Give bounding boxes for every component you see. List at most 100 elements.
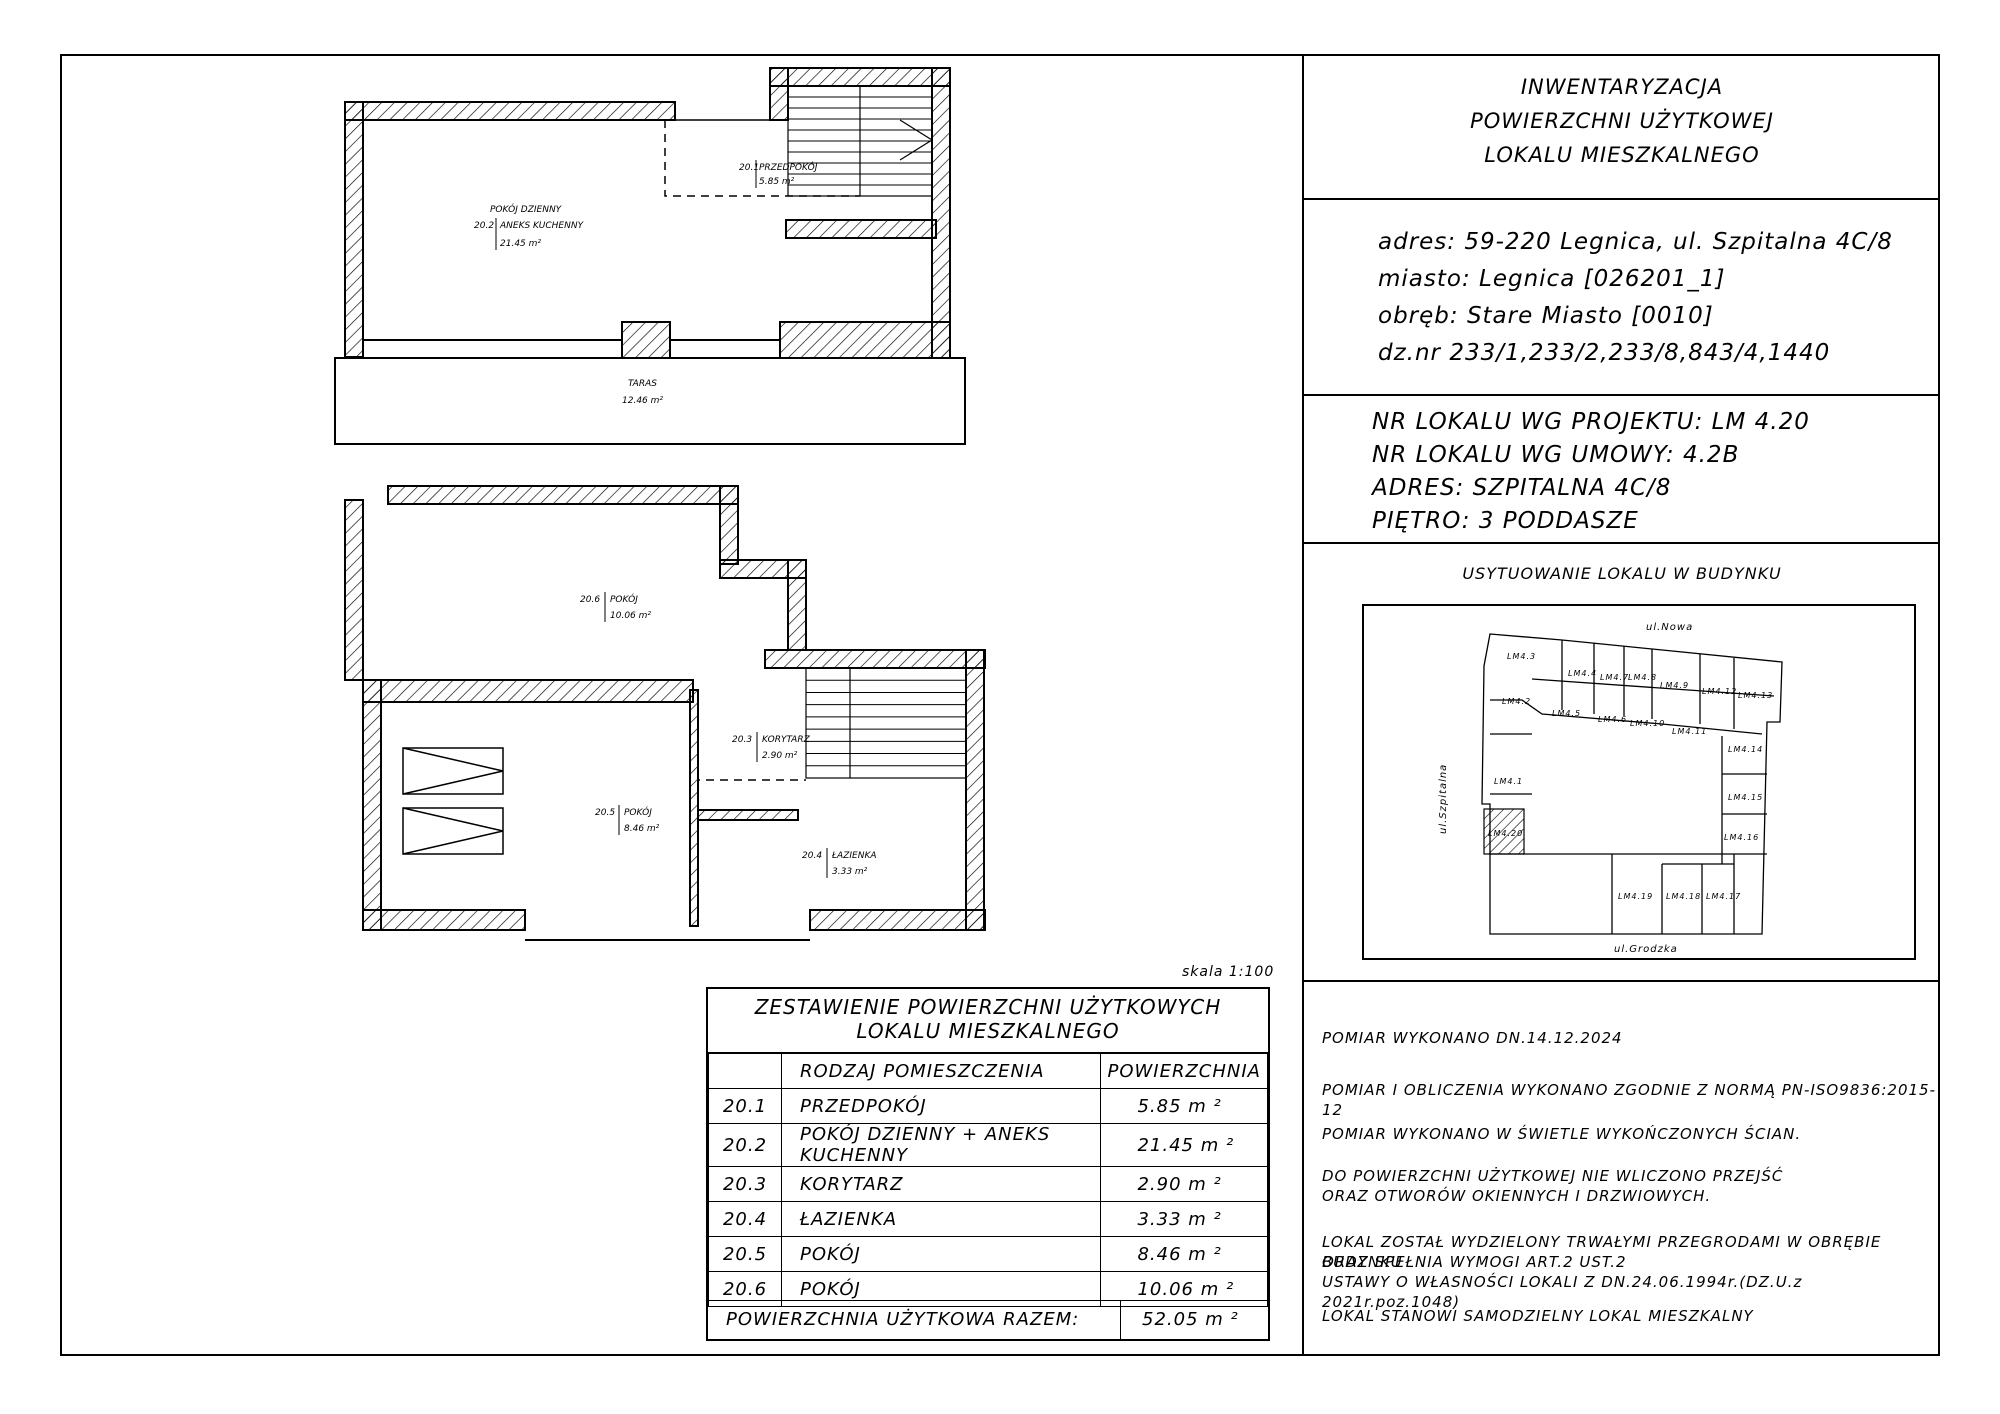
wall — [779, 321, 951, 359]
col-header-area: POWIERZCHNIA — [1100, 1053, 1268, 1089]
unit-label: LM4.4 — [1568, 669, 1597, 678]
room-label-name: KORYTARZ — [762, 735, 811, 745]
unit-contract-no: NR LOKALU WG UMOWY: 4.2B — [1372, 442, 1740, 468]
city-line: miasto: Legnica [026201_1] — [1378, 266, 1726, 292]
unit-label: LM4.19 — [1618, 892, 1653, 901]
unit-label: LM4.1 — [1494, 777, 1523, 786]
title-line-1: INWENTARYZACJA — [1520, 75, 1724, 99]
room-area: 8.46 m ² — [1100, 1236, 1268, 1272]
room-label-name: ŁAZIENKA — [831, 851, 877, 861]
room-label-area: 3.33 m² — [832, 867, 868, 877]
room-area: 3.33 m ² — [1100, 1201, 1268, 1237]
wall — [769, 67, 789, 121]
wall — [719, 485, 739, 565]
room-type: ŁAZIENKA — [780, 1201, 1102, 1237]
wall — [362, 909, 526, 931]
terrace-area: 12.46 m² — [622, 396, 663, 406]
room-number: 20.6 — [708, 1271, 782, 1307]
unit-address: ADRES: SZPITALNA 4C/8 — [1372, 475, 1672, 501]
wall — [344, 499, 364, 681]
wall — [362, 679, 694, 703]
wall — [362, 679, 382, 931]
unit-label: LM4.20 — [1488, 829, 1523, 838]
room-label-no: 20.2 — [474, 221, 494, 231]
room-number: 20.5 — [708, 1236, 782, 1272]
col-header-type: RODZAJ POMIESZCZENIA — [780, 1053, 1102, 1089]
wall — [344, 101, 364, 358]
room-label-no: 20.3 — [732, 735, 752, 745]
parcel-line: dz.nr 233/1,233/2,233/8,843/4,1440 — [1378, 340, 1831, 366]
unit-section: NR LOKALU WG PROJEKTU: LM 4.20 NR LOKALU… — [1304, 396, 1940, 544]
note-legal-1: LOKAL ZOSTAŁ WYDZIELONY TRWAŁYMI PRZEGRO… — [1322, 1233, 1882, 1271]
wall — [769, 67, 951, 87]
drawing-frame — [60, 54, 1940, 1356]
unit-label: LM4.16 — [1724, 833, 1759, 842]
terrace-label: TARAS — [628, 379, 657, 389]
note-walls: POMIAR WYKONANO W ŚWIETLE WYKOŃCZONYCH Ś… — [1322, 1125, 1802, 1143]
wall — [764, 649, 986, 669]
unit-label: LM4.6 — [1598, 715, 1627, 724]
floor-plans: 20.1 PRZEDPOKÓJ 5.85 m² POKÓJ DZIENNY 20… — [334, 67, 986, 941]
unit-label: LM4.9 — [1660, 681, 1689, 690]
total-value: 52.05 m ² — [1142, 1309, 1239, 1330]
unit-label: LM4.5 — [1552, 709, 1581, 718]
title-line-3: LOKALU MIESZKALNEGO — [1484, 143, 1760, 167]
upper-floor-plan — [334, 67, 966, 445]
room-label-area: 10.06 m² — [610, 611, 651, 621]
unit-label: LM4.14 — [1728, 745, 1763, 754]
room-label-name: POKÓJ DZIENNY — [490, 203, 563, 215]
site-plan-title: USYTUOWANIE LOKALU W BUDYNKU — [1462, 564, 1782, 583]
unit-label: LM4.10 — [1630, 719, 1665, 728]
wall — [787, 559, 807, 651]
room-type: KORYTARZ — [780, 1166, 1102, 1202]
room-type: PRZEDPOKÓJ — [780, 1088, 1102, 1124]
unit-project-no: NR LOKALU WG PROJEKTU: LM 4.20 — [1372, 409, 1810, 435]
room-label-name: PRZEDPOKÓJ — [759, 161, 818, 173]
wall — [621, 321, 671, 359]
unit-label: LM4.12 — [1702, 687, 1737, 696]
address-line: adres: 59-220 Legnica, ul. Szpitalna 4C/… — [1378, 229, 1893, 255]
room-label-no: 20.1 — [739, 163, 759, 173]
room-label-no: 20.5 — [595, 808, 615, 818]
site-plan-section: USYTUOWANIE LOKALU W BUDYNKU — [1304, 544, 1940, 982]
room-label-no: 20.6 — [580, 595, 600, 605]
unit-label: LM4.13 — [1738, 691, 1773, 700]
precinct-line: obręb: Stare Miasto [0010] — [1378, 303, 1714, 329]
total-row: POWIERZCHNIA UŻYTKOWA RAZEM: 52.05 m ² — [708, 1300, 1268, 1339]
wall — [931, 67, 951, 359]
summary-subtitle: LOKALU MIESZKALNEGO — [856, 1019, 1120, 1043]
unit-label: LM4.17 — [1706, 892, 1741, 901]
total-label: POWIERZCHNIA UŻYTKOWA RAZEM: — [726, 1309, 1080, 1330]
unit-label: LM4.11 — [1672, 727, 1707, 736]
unit-label: LM4.18 — [1666, 892, 1701, 901]
room-label-area: 21.45 m² — [500, 239, 541, 249]
lower-floor-plan — [344, 485, 986, 941]
note-legal-2: ORAZ SPEŁNIA WYMOGI ART.2 UST.2 — [1322, 1253, 1627, 1271]
unit-label: LM4.8 — [1628, 673, 1657, 682]
room-area: 10.06 m ² — [1100, 1271, 1268, 1307]
street-label: ul.Szpitalna — [1438, 764, 1449, 834]
wall — [387, 485, 739, 505]
room-label-area: 8.46 m² — [624, 824, 660, 834]
room-label-area: 5.85 m² — [759, 177, 795, 187]
wall — [809, 909, 986, 931]
note-standard: POMIAR I OBLICZENIA WYKONANO ZGODNIE Z N… — [1322, 1081, 1937, 1119]
street-label: ul.Grodzka — [1614, 944, 1678, 955]
room-area: 21.45 m ² — [1100, 1123, 1268, 1167]
room-label-name: POKÓJ — [610, 593, 638, 605]
room-number: 20.4 — [708, 1201, 782, 1237]
wall — [344, 101, 676, 121]
address-section: adres: 59-220 Legnica, ul. Szpitalna 4C/… — [1304, 200, 1940, 396]
room-type: POKÓJ DZIENNY + ANEKS KUCHENNY — [780, 1123, 1102, 1167]
highlighted-unit — [1483, 808, 1525, 855]
unit-label: LM4.15 — [1728, 793, 1763, 802]
room-label-name2: ANEKS KUCHENNY — [499, 221, 585, 231]
title-line-2: POWIERZCHNI UŻYTKOWEJ — [1470, 109, 1774, 133]
note-exclusions-1: DO POWIERZCHNI UŻYTKOWEJ NIE WLICZONO PR… — [1322, 1167, 1784, 1185]
